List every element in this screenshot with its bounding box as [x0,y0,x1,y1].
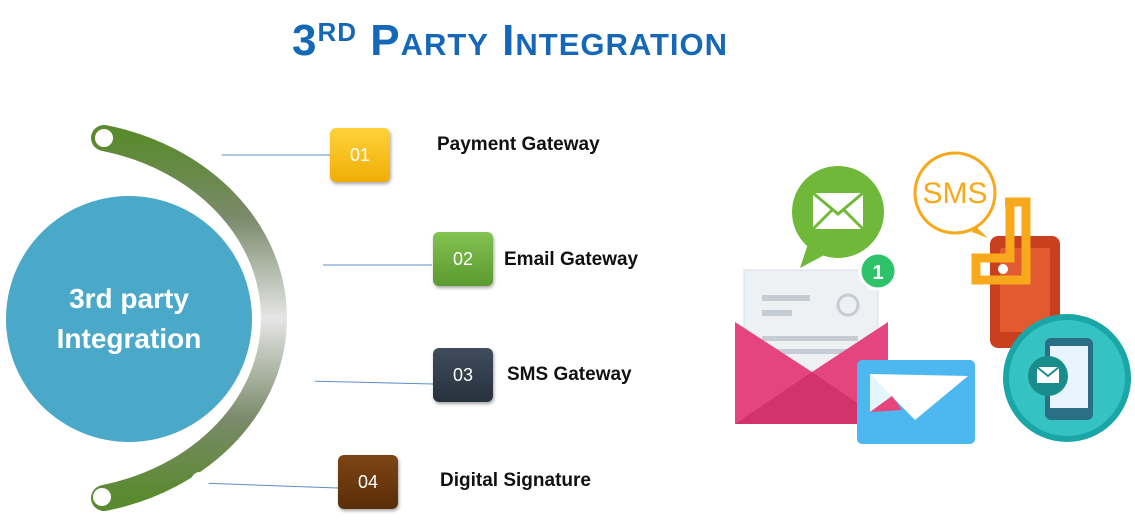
gradient-arc [91,125,287,511]
hub-text-line1: 3rd party [69,283,189,314]
step-label-digital-signature: Digital Signature [440,470,591,491]
step-badge-02: 02 [433,232,493,286]
step-badge-03: 03 [433,348,493,402]
svg-text:SMS: SMS [922,177,987,210]
smartphone-message-icon [1003,314,1131,442]
step-badge-04: 04 [338,455,398,509]
page-title: 3RD Party Integration [291,16,729,65]
connector-line-3 [305,380,434,385]
step-label-sms-gateway: SMS Gateway [507,364,632,385]
notification-badge: 1 [858,251,898,291]
sms-bubble-icon: SMS [913,151,1031,285]
connector-line-4 [199,482,339,489]
arc-node-4 [191,472,209,490]
arc-node-1 [206,152,224,170]
arc-end-dot-bottom [93,488,111,506]
svg-text:1: 1 [872,262,883,284]
arc-end-dot-top [95,129,113,147]
messaging-illustration: SMS 1 [735,151,1131,444]
step-badge-01: 01 [330,128,390,182]
step-label-email-gateway: Email Gateway [504,249,639,270]
arc-node-2 [305,256,323,274]
chat-bubble-mail-icon [792,166,884,268]
hub-text-line2: Integration [56,323,202,354]
step-label-payment-gateway: Payment Gateway [437,134,600,155]
open-envelope-icon [735,269,888,424]
hub-circle: 3rd party Integration [6,196,252,442]
arc-node-3 [297,371,315,389]
mail-icon [857,360,975,444]
